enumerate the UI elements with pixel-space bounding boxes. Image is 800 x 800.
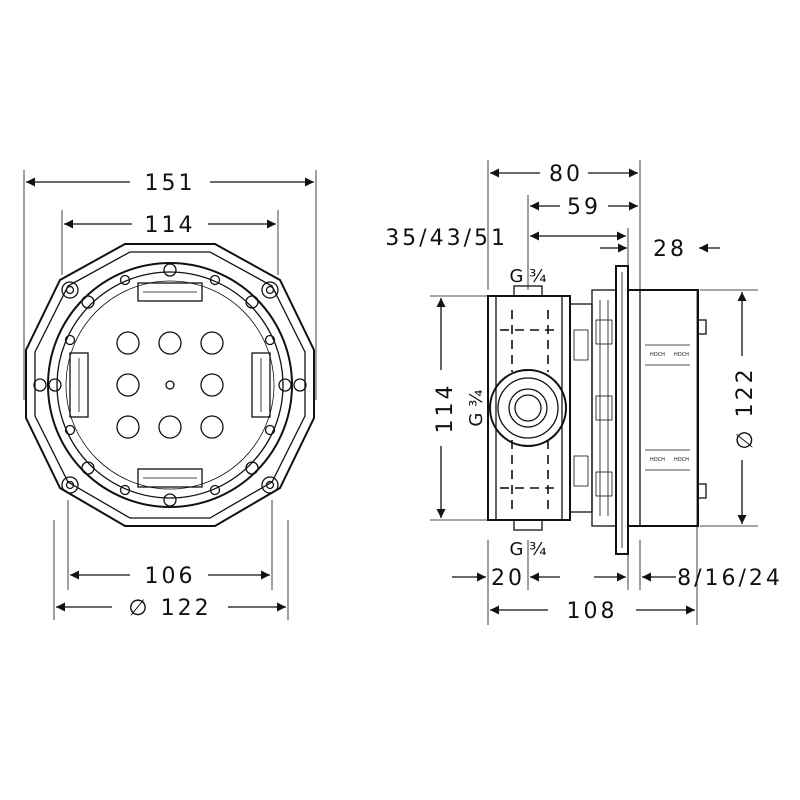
top-port bbox=[513, 285, 543, 297]
dim-diameter-122-vertical: ∅ 122 bbox=[733, 366, 758, 449]
plate-text: HOCH bbox=[650, 352, 665, 358]
inlet-bore bbox=[508, 388, 548, 428]
dim-151: 151 bbox=[145, 171, 196, 196]
plate-text: HOCH bbox=[674, 457, 689, 463]
mounting-frame bbox=[591, 289, 617, 527]
dim-108: 108 bbox=[567, 599, 618, 624]
mounting-lugs bbox=[33, 281, 307, 494]
main-ring bbox=[47, 262, 293, 508]
dim-20: 20 bbox=[491, 566, 525, 591]
side-view: 80 59 35/43/51 28 G ¾ G ¾ 114 G ¾ ∅ 122 … bbox=[385, 160, 783, 625]
plate-text: HOCH bbox=[674, 352, 689, 358]
dim-diameter-122: ∅ 122 bbox=[128, 596, 211, 621]
main-ring-inner bbox=[56, 271, 284, 499]
dim-106: 106 bbox=[145, 564, 196, 589]
front-view: 151 114 106 ∅ 122 bbox=[23, 170, 317, 621]
front-cover bbox=[627, 289, 699, 527]
bottom-port bbox=[513, 519, 543, 531]
dim-28: 28 bbox=[653, 237, 687, 262]
main-ring-inner2 bbox=[65, 280, 275, 490]
cover-stud bbox=[697, 319, 707, 335]
mid-frame bbox=[569, 303, 593, 513]
inlet-thread-outer bbox=[489, 369, 567, 447]
port-holes bbox=[116, 331, 224, 439]
cover-stud bbox=[697, 483, 707, 499]
dim-80: 80 bbox=[549, 162, 583, 187]
dim-59: 59 bbox=[567, 195, 601, 220]
dim-114-vertical: 114 bbox=[433, 383, 458, 434]
outer-housing-inner-edge bbox=[34, 251, 306, 519]
outer-housing bbox=[25, 243, 315, 527]
thread-bottom-label: G ¾ bbox=[509, 539, 546, 560]
inlet-bore-inner bbox=[514, 394, 542, 422]
inlet-thread bbox=[497, 377, 559, 439]
dim-8-16-24: 8/16/24 bbox=[677, 566, 783, 591]
dim-114: 114 bbox=[145, 213, 196, 238]
level-marks: HOCH HOCH HOCH HOCH bbox=[645, 344, 690, 471]
dim-35-43-51: 35/43/51 bbox=[385, 226, 508, 251]
clamps bbox=[69, 282, 271, 488]
ring-bolts bbox=[48, 263, 292, 507]
plate-text: HOCH bbox=[650, 457, 665, 463]
thread-mid-label: G ¾ bbox=[466, 389, 487, 426]
thread-top-label: G ¾ bbox=[509, 266, 546, 287]
